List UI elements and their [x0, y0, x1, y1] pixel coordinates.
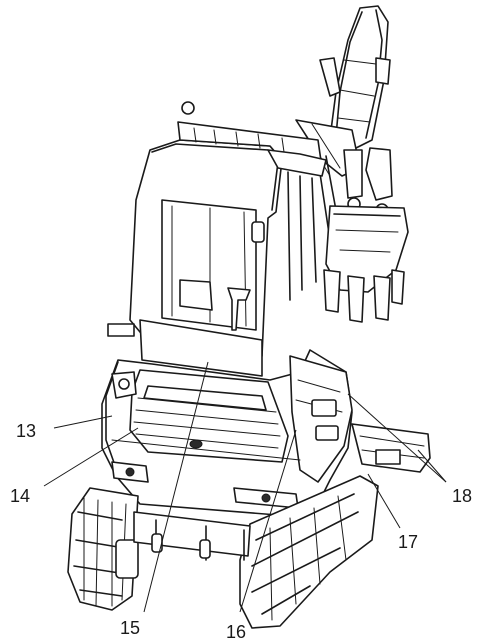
leader-15 [143, 361, 209, 613]
leader-16 [239, 429, 297, 613]
callout-14: 14 [10, 486, 30, 506]
cab [107, 101, 327, 377]
bucket [323, 205, 409, 323]
callout-13: 13 [16, 421, 36, 441]
leader-lines [43, 361, 447, 613]
leader-13 [53, 415, 113, 429]
boom-arm [295, 5, 393, 241]
callout-labels: 13 14 15 16 17 18 [10, 421, 472, 641]
callout-15: 15 [120, 618, 140, 638]
leader-18 [347, 393, 447, 483]
upper-body [101, 349, 353, 517]
left-track [67, 487, 139, 611]
leader-18b [417, 449, 447, 483]
callout-16: 16 [226, 622, 246, 641]
callout-17: 17 [398, 532, 418, 552]
leader-14 [43, 427, 139, 487]
undercarriage [133, 511, 251, 561]
right-track [239, 423, 431, 629]
leader-17 [367, 473, 401, 529]
callout-18: 18 [452, 486, 472, 506]
